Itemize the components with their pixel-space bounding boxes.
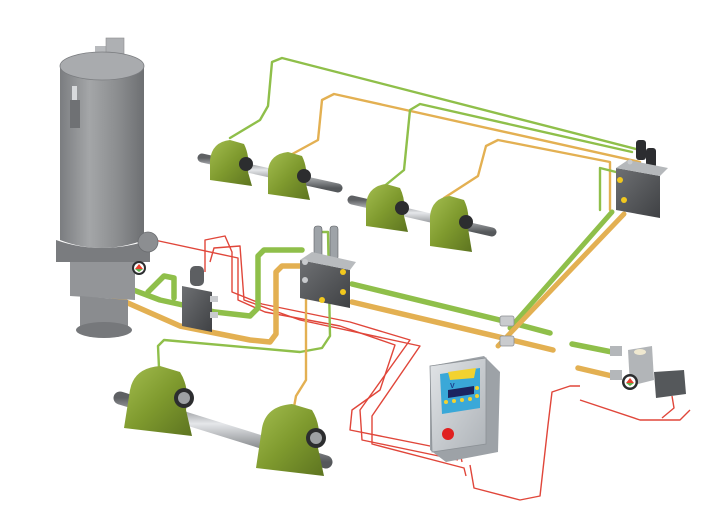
end-pressure-switch[interactable] [610,346,686,398]
reversing-valve[interactable] [182,266,218,332]
switch-gauge-red [626,378,634,383]
switch-cap [634,349,646,355]
controller-button[interactable] [468,397,472,401]
gauge-red-zone [135,264,143,269]
pump-motor-housing [70,262,135,300]
controller-logo: V [450,383,455,390]
bearing-pair-bottom[interactable] [113,366,333,476]
controller-lcd-screen [448,386,474,398]
yellow-fitting [340,269,346,275]
port-fitting [302,259,308,265]
main-supply-lines [109,209,627,379]
port-fitting [627,159,633,165]
pillow-block-bearing [124,366,194,436]
pillow-block-bearing [210,140,253,186]
switch-fitting-lower [610,370,622,380]
pump-base-flange [56,240,150,262]
distributor-block-center[interactable] [300,225,356,308]
emergency-stop-button[interactable] [442,428,454,440]
grease-pump[interactable] [56,37,159,338]
bearing-pair-top-middle[interactable] [347,184,497,252]
green-feed-line-top-2 [380,102,634,190]
pump-reservoir [60,66,144,248]
pillow-block-bearing [430,196,473,252]
block-connector-2 [646,148,656,168]
green-feed-line-top-3 [598,166,618,212]
green-triangle-loop [145,273,177,301]
pump-lid [59,51,145,81]
valve-port-2 [210,312,218,318]
pump-latch [72,86,77,100]
pump-level-indicator [70,100,80,128]
orange-feed-line-top-1 [283,92,642,164]
distributor-block-right[interactable] [616,140,668,218]
controller-button[interactable] [460,398,464,402]
valve-body [182,286,212,332]
switch-gauge-green [626,383,634,386]
flow-indicator-2 [329,225,339,261]
orange-to-end-switch [575,365,615,379]
yellow-fitting [621,197,627,203]
green-feed-line-bottom [156,230,332,392]
orange-riser-to-block [495,211,627,349]
distributor-top [300,252,356,270]
green-to-end-switch [569,341,615,355]
distributor-body [300,260,350,308]
switch-electrical-box [654,370,686,398]
switch-fitting-upper [610,346,622,356]
controller-logo-band [448,368,476,380]
pillow-block-bearing [366,184,409,232]
block-body [616,168,660,218]
pillow-block-bearing [256,404,326,476]
valve-solenoid [190,266,204,286]
block-connector-1 [636,140,646,160]
green-feed-line-top-1 [228,56,642,152]
wire-pump-to-controller [144,237,463,463]
green-riser-to-block [507,209,615,331]
yellow-fitting [319,297,325,303]
controller-button[interactable] [475,386,479,390]
pump-mount-plate [76,322,132,338]
wire-controller-to-switch [469,385,580,501]
wire-switch-to-box [661,395,675,419]
lubrication-controller[interactable]: V [429,356,500,462]
upper-feed-lines [156,56,642,420]
bearing-pair-top-left[interactable] [197,140,343,200]
wire-valve-to-controller-b [209,245,467,477]
controller-button[interactable] [475,394,479,398]
coupling-orange [499,335,515,347]
yellow-fitting [340,289,346,295]
pump-side-motor [137,231,159,253]
controller-button[interactable] [452,399,456,403]
coupling-green [499,315,515,327]
wire-switch-feed [579,399,691,421]
pillow-block-bearing [268,152,311,200]
orange-main-line-b [349,299,556,353]
controller-button[interactable] [444,400,448,404]
wire-valve-to-controller-a [204,235,459,461]
gauge-green-zone [135,269,143,272]
pipe-couplings [499,315,515,347]
green-main-line-a [109,247,305,319]
yellow-fitting [617,177,623,183]
electrical-wires [144,235,691,501]
orange-main-line-a [109,263,305,345]
valve-port-1 [210,296,218,302]
port-fitting [302,277,308,283]
